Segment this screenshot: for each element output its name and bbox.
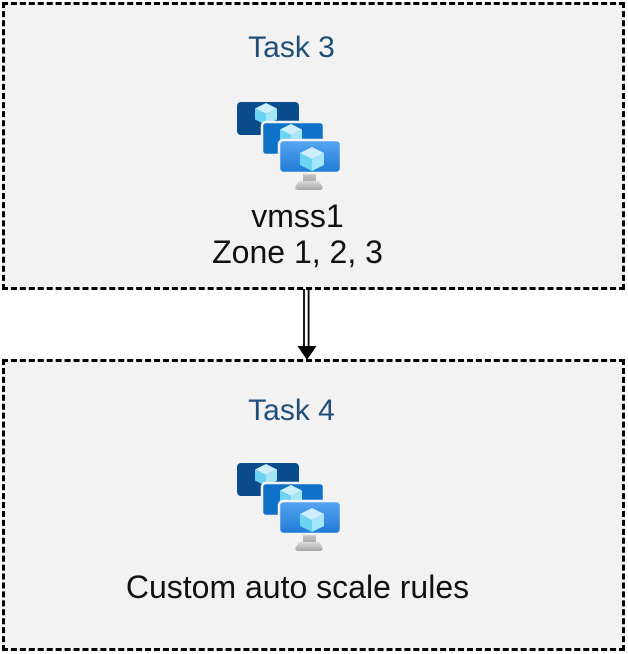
vmss-zones: Zone 1, 2, 3 xyxy=(212,234,383,270)
down-arrow-icon xyxy=(297,289,317,360)
task4-box: Task 4 Custom auto scale rules xyxy=(2,359,625,651)
vm-scale-sets-icon xyxy=(233,98,343,192)
task3-title: Task 3 xyxy=(248,31,335,64)
vmss-name: vmss1 xyxy=(251,198,344,234)
task3-box: Task 3 xyxy=(2,2,625,290)
autoscale-rules-text: Custom auto scale rules xyxy=(125,569,470,605)
task4-label: Custom auto scale rules xyxy=(0,569,606,605)
task4-title: Task 4 xyxy=(248,394,335,427)
task3-label: vmss1 Zone 1, 2, 3 xyxy=(0,198,606,270)
vm-scale-sets-icon xyxy=(233,459,343,553)
